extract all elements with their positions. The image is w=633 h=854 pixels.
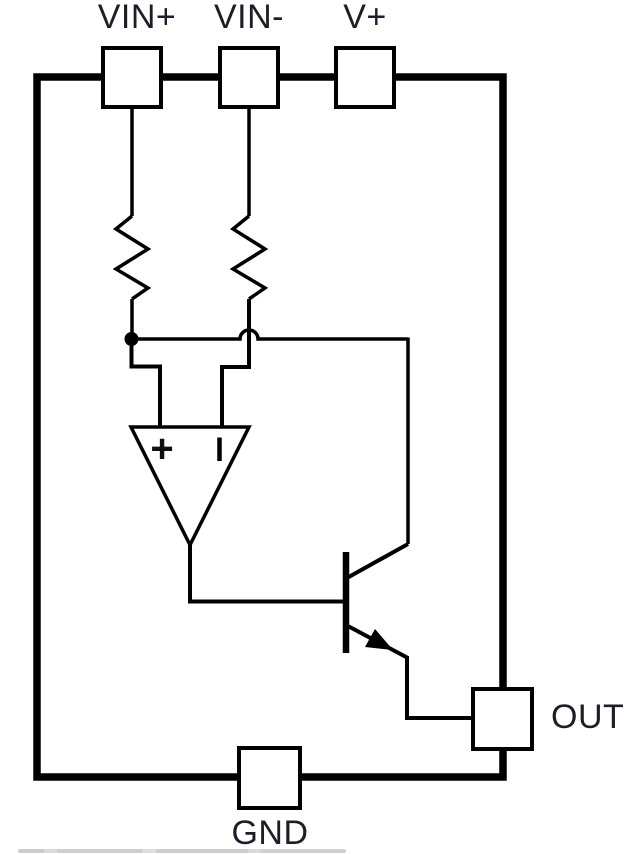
pin-label-vin-plus: VIN+ [97, 0, 177, 36]
emitter-arrow-icon [365, 629, 393, 650]
pin-box-gnd [237, 746, 302, 810]
wire-junction-to-collector-hop [131, 328, 408, 341]
cropped-caption-artifact [18, 849, 346, 853]
chip-outline [33, 73, 507, 781]
wire-opamp-output-to-base [188, 545, 343, 604]
wire-emitter-to-out [405, 656, 473, 720]
pin-label-gnd: GND [231, 814, 309, 852]
resistor-vin-plus [112, 214, 152, 301]
wire-inverting-input [220, 299, 251, 427]
opamp-noninverting-label: + [150, 427, 173, 471]
wire-noninverting-input [129, 344, 162, 427]
pin-label-out: OUT [551, 698, 625, 736]
pin-label-vin-minus: VIN- [214, 0, 284, 36]
pin-box-v-plus [334, 46, 396, 109]
transistor-collector [345, 542, 409, 581]
resistor-vin-minus [229, 214, 269, 301]
opamp-triangle [128, 425, 252, 549]
pin-box-vin-plus [101, 46, 163, 109]
pin-box-vin-minus [218, 46, 280, 109]
pin-box-out [471, 687, 534, 751]
pin-label-v-plus: V+ [343, 0, 387, 36]
